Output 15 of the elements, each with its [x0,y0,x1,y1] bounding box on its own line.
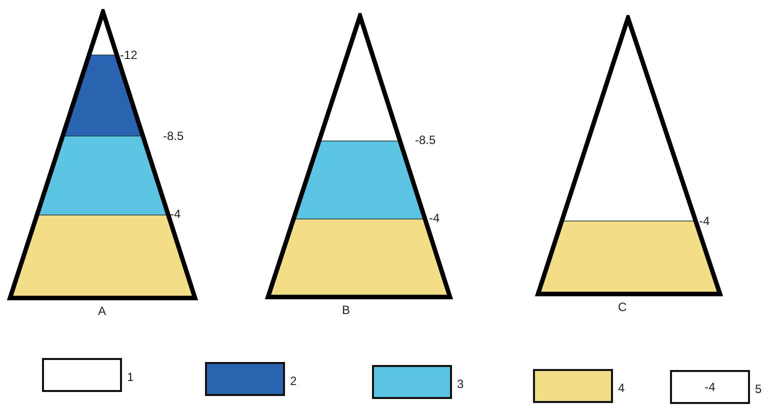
level-label: -4 [429,211,440,225]
triangle-caption: A [98,304,106,318]
level-label: -4 [704,380,716,394]
level-label: -4 [699,214,710,228]
legend-label: 5 [755,382,762,396]
level-label: -8.5 [163,129,184,143]
triangle-caption: B [342,303,350,317]
level-label: -4 [170,207,181,221]
legend-label: 4 [618,381,625,395]
legend-label: 1 [127,370,134,384]
legend-label: 2 [290,374,297,388]
legend-label: 3 [457,377,464,391]
level-label: -8.5 [415,133,436,147]
level-label: -12 [120,48,138,62]
triangle-caption: C [618,300,627,314]
